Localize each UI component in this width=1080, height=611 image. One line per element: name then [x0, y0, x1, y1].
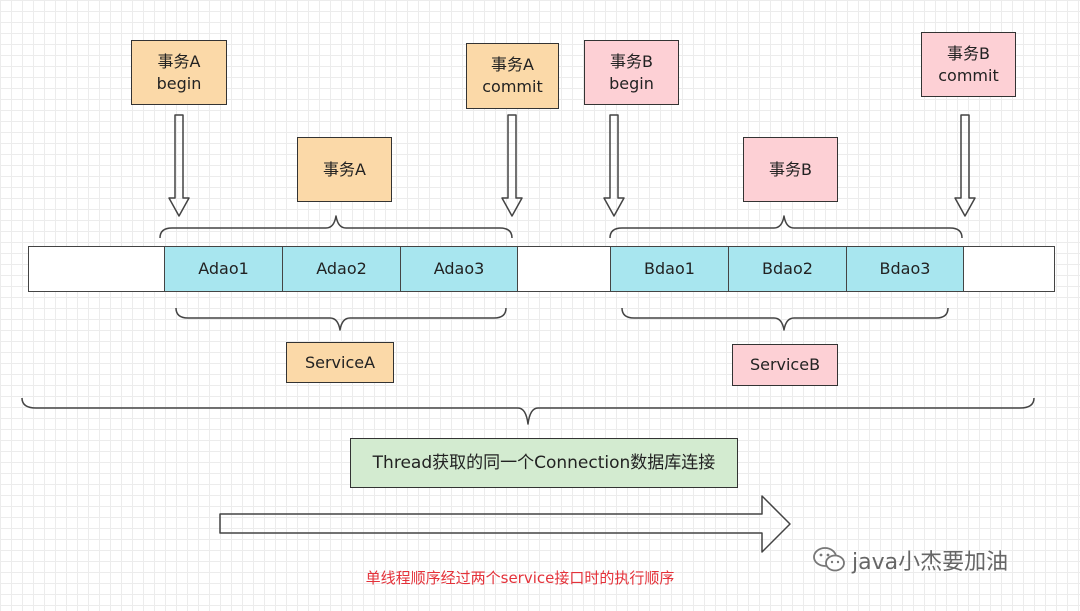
connection-box: Thread获取的同一个Connection数据库连接: [350, 438, 738, 488]
tx-a-commit-box: 事务A commit: [466, 43, 559, 109]
tx-a-begin-box: 事务A begin: [131, 40, 227, 105]
watermark: java小杰要加油: [812, 544, 1008, 576]
tx-b-box: 事务B: [743, 137, 838, 202]
timeline-cell-adao3: Adao3: [400, 246, 518, 292]
brace-tx-a: [159, 215, 513, 239]
arrow-tx-a-begin: [168, 114, 190, 217]
caption: 单线程顺序经过两个service接口时的执行顺序: [365, 569, 675, 587]
timeline-empty-left: [28, 246, 165, 292]
timeline-empty-middle: [517, 246, 611, 292]
brace-service-b: [621, 307, 949, 331]
arrow-tx-b-begin: [603, 114, 625, 217]
timeline-cell-adao1: Adao1: [164, 246, 283, 292]
timeline-cell-adao2: Adao2: [282, 246, 401, 292]
timeline-empty-right: [963, 246, 1055, 292]
arrow-tx-b-commit: [954, 114, 976, 217]
brace-tx-b: [609, 215, 963, 239]
timeline-cell-bdao3: Bdao3: [846, 246, 964, 292]
timeline-cell-bdao2: Bdao2: [728, 246, 847, 292]
watermark-text: java小杰要加油: [852, 550, 1009, 575]
service-a-box: ServiceA: [286, 342, 394, 383]
tx-b-begin-box: 事务B begin: [584, 40, 679, 105]
brace-thread: [21, 397, 1035, 425]
tx-b-commit-box: 事务B commit: [921, 32, 1016, 97]
tx-a-box: 事务A: [297, 137, 392, 202]
wechat-icon: [813, 547, 845, 572]
arrow-execution-order: [219, 495, 791, 553]
timeline-cell-bdao1: Bdao1: [610, 246, 729, 292]
brace-service-a: [175, 307, 507, 331]
service-b-box: ServiceB: [732, 344, 838, 386]
arrow-tx-a-commit: [501, 114, 523, 217]
